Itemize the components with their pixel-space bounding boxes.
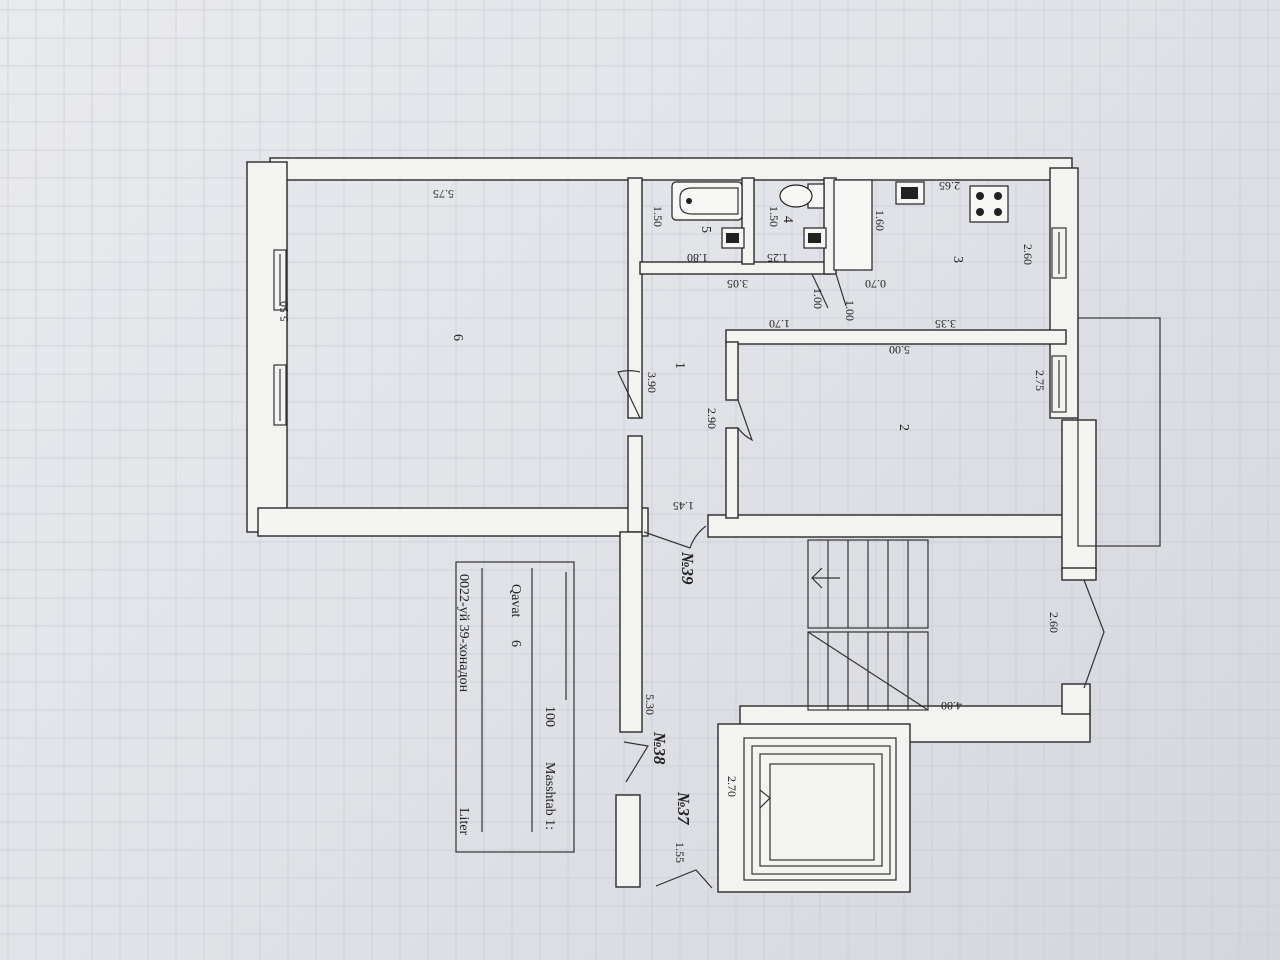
dim-room3-width-b: 2.60 [1021, 244, 1035, 265]
room-label-4: 4 [780, 216, 795, 223]
stamp-liter-label: Liter [456, 808, 471, 836]
dim-room5-length: 1.80 [687, 251, 708, 265]
dim-corridor-length: 3.90 [645, 372, 659, 393]
door-apt37 [655, 869, 713, 889]
dim-corridor-small-b: 1.00 [843, 300, 857, 321]
wall-room2-bottom [707, 514, 1079, 538]
dim-lift-270: 2.70 [725, 776, 739, 797]
wall-room6-right [627, 177, 643, 419]
dim-room3-length: 2.65 [939, 179, 960, 193]
stamp-floor-value: 6 [508, 640, 523, 647]
door-entrance [643, 525, 707, 549]
door-room6 [617, 370, 641, 419]
window-room2 [1051, 355, 1067, 413]
door-room2 [737, 399, 754, 442]
room-labels: 6 1 2 3 4 5 [450, 216, 965, 431]
room-label-1: 1 [672, 362, 687, 369]
dim-hall-530: 5.30 [643, 694, 657, 715]
dim-room3-335: 3.35 [935, 317, 956, 331]
dim-corridor-070: 0.70 [865, 277, 886, 291]
room-label-2: 2 [896, 424, 911, 431]
apartment-number-38: №38 [650, 731, 669, 765]
wall-corridor-top [725, 329, 1067, 345]
dim-corridor-170: 1.70 [769, 317, 790, 331]
wall-room2-left-b [725, 427, 739, 519]
stamp-scale-label: Masshtab 1: [542, 762, 557, 830]
apartment-number-37: №37 [674, 791, 693, 826]
wall-wet-block-bottom [639, 261, 831, 275]
wall-room6-bottom [257, 507, 649, 537]
balcony-outline [1077, 317, 1161, 547]
dim-corridor-145: 1.45 [673, 499, 694, 513]
room-label-6: 6 [450, 334, 465, 341]
dim-room4-width: 1.50 [767, 206, 781, 227]
window-room3 [1051, 227, 1067, 279]
door-kitchen [835, 273, 847, 307]
apartment-number-39: №39 [678, 551, 697, 585]
outer-wall-left [246, 161, 288, 533]
dimension-labels: 5.75 5.50 1.50 1.80 1.50 1.25 3.05 3.90 … [277, 179, 1061, 863]
dim-room2-length: 5.00 [889, 343, 910, 357]
title-stamp: Liter 0022-уй 39-хонадон 6 Qavat Masshta… [455, 561, 575, 853]
outer-wall-right [1049, 167, 1079, 419]
dim-room2-290: 2.90 [705, 408, 719, 429]
dim-room5-width: 1.50 [651, 206, 665, 227]
lift-cabin [769, 763, 875, 861]
fixtures [671, 179, 1009, 271]
kitchen-counter-icon [833, 179, 873, 271]
door-wc [811, 273, 829, 309]
windows [273, 227, 1067, 426]
wall-stair-right [1061, 567, 1097, 581]
wall-room2-left-a [725, 341, 739, 401]
dim-bath-block-length: 3.05 [727, 277, 748, 291]
door-apt38 [623, 741, 649, 783]
toilet-bowl-icon [779, 184, 813, 208]
wall-bath-wc [741, 177, 755, 265]
window-room6-b [273, 364, 287, 426]
dim-stair-480: 4.80 [941, 699, 962, 713]
doors [617, 273, 847, 549]
wall-stair-right-lower [1061, 683, 1091, 715]
lift-shaft [717, 723, 911, 893]
wall-hall-left [619, 531, 643, 733]
dim-hall-155: 1.55 [673, 842, 687, 863]
dim-room6-width: 5.50 [277, 301, 291, 322]
window-room6-a [273, 249, 287, 311]
balcony-stub [1061, 419, 1097, 571]
stamp-floor-label: Qavat [508, 584, 523, 618]
dim-room2-width: 2.75 [1033, 370, 1047, 391]
room-label-3: 3 [950, 256, 965, 263]
bathtub-icon [671, 181, 743, 221]
dim-room4-length: 1.25 [767, 251, 788, 265]
dim-stair-260: 2.60 [1047, 612, 1061, 633]
stove-icon [969, 185, 1009, 223]
door-stair-entry [1083, 579, 1105, 689]
dim-room3-width-a: 1.60 [873, 210, 887, 231]
dim-corridor-small: 1.00 [811, 288, 825, 309]
wall-lobby-stub [615, 794, 641, 888]
apartment-walls [246, 157, 1097, 571]
wall-corridor-left [627, 435, 643, 533]
stamp-liter-value: 0022-уй 39-хонадон [456, 574, 471, 693]
apartment-labels: №39 №38 №37 [650, 551, 697, 826]
stamp-scale-value: 100 [542, 706, 557, 727]
dim-room6-length: 5.75 [433, 187, 454, 201]
room-label-5: 5 [698, 226, 713, 233]
outer-wall-top [269, 157, 1073, 181]
